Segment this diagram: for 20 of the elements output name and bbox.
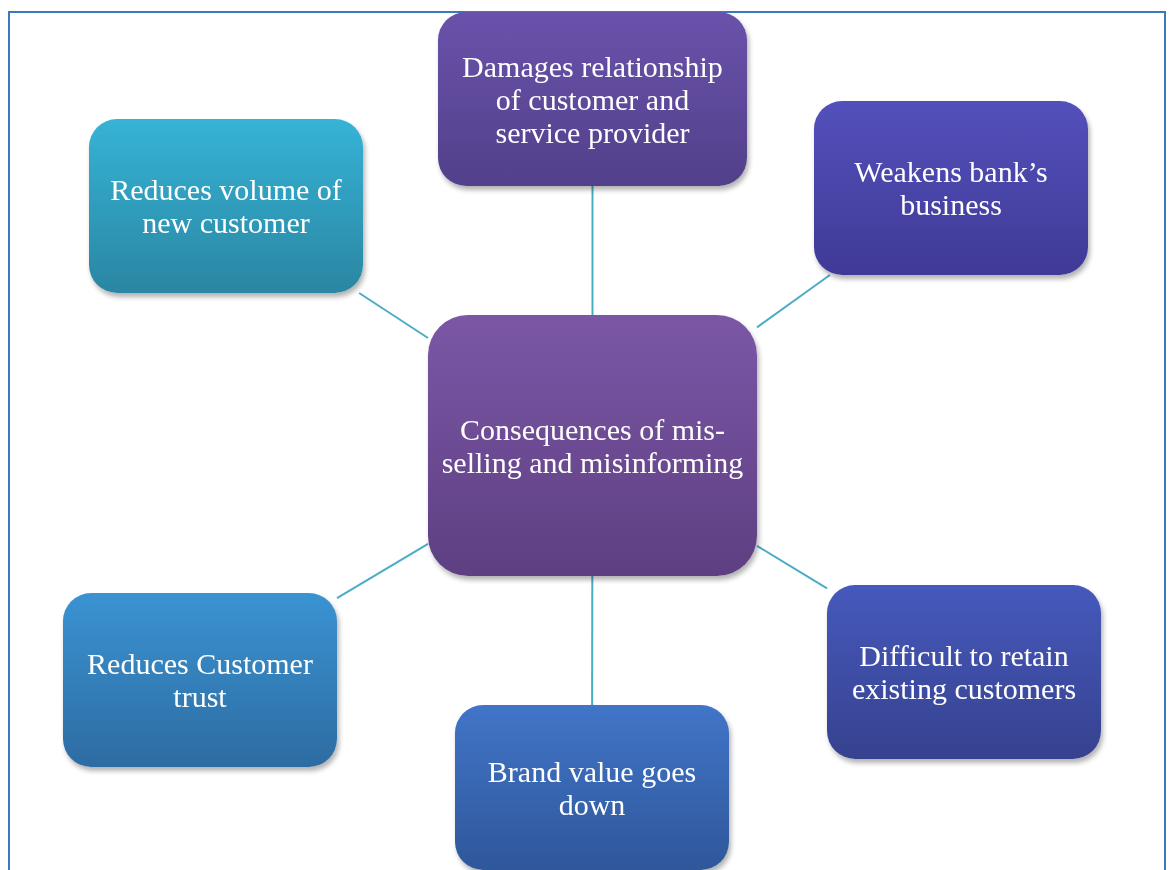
box-text: Reduces Customer trust — [86, 647, 314, 713]
box-text: Damages relationship of customer and service provider — [461, 49, 724, 149]
box-text: Difficult to retain existing customers — [850, 639, 1078, 705]
connector-line — [336, 542, 429, 600]
connector-line — [358, 292, 429, 339]
box-text: Consequences of mis-selling and misinforming — [440, 412, 745, 479]
box-text: Weakens bank’s business — [853, 155, 1049, 221]
connector-line — [756, 544, 828, 590]
rounded-box — [814, 101, 1088, 275]
rounded-box — [438, 12, 747, 186]
rounded-box — [428, 315, 757, 576]
rounded-box — [455, 705, 729, 870]
box-text: Brand value goes down — [486, 754, 698, 821]
connector-line — [756, 274, 831, 329]
rounded-box — [89, 119, 363, 293]
connector-line — [591, 185, 594, 316]
rounded-box — [827, 585, 1101, 759]
connector-line — [591, 575, 594, 706]
rounded-box — [63, 593, 337, 767]
box-text: Reduces volume of new customer — [109, 173, 343, 239]
